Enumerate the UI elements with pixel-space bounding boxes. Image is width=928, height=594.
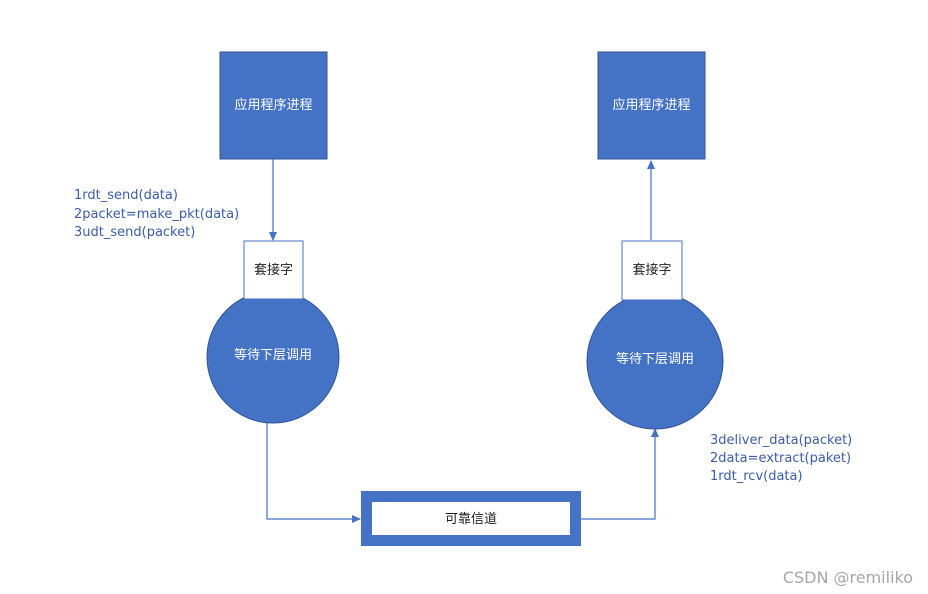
receiver-app-process-label: 应用程序进程 bbox=[612, 97, 690, 113]
sender-side: 应用程序进程 等待下层调用 套接字 1rdt_send(data) 2packe… bbox=[74, 51, 361, 523]
receiver-call-3: 1rdt_rcv(data) bbox=[710, 469, 803, 484]
sender-call-1: 1rdt_send(data) bbox=[74, 188, 178, 203]
channel-label: 可靠信道 bbox=[445, 512, 497, 527]
receiver-app-process-box bbox=[597, 51, 706, 160]
sender-socket-box bbox=[243, 240, 304, 300]
sender-wait-state-label: 等待下层调用 bbox=[234, 347, 312, 363]
sender-call-2: 2packet=make_pkt(data) bbox=[74, 207, 239, 222]
channel-to-receiver-arrow bbox=[581, 428, 659, 520]
sender-app-process-label: 应用程序进程 bbox=[234, 97, 312, 113]
reliable-channel: 可靠信道 bbox=[361, 491, 581, 546]
receiver-side: 等待下层调用 套接字 应用程序进程 3deliver_data(packet) … bbox=[581, 51, 852, 520]
receiver-call-2: 2data=extract(paket) bbox=[710, 451, 851, 466]
sender-app-process-box bbox=[219, 51, 328, 160]
channel-inner-box bbox=[372, 502, 570, 535]
watermark: CSDN @remiliko bbox=[783, 568, 913, 587]
receiver-call-1: 3deliver_data(packet) bbox=[710, 433, 852, 448]
sender-to-channel-arrow bbox=[266, 423, 361, 523]
sender-call-3: 3udt_send(packet) bbox=[74, 225, 195, 240]
receiver-socket-box bbox=[621, 240, 683, 301]
receiver-wait-state-label: 等待下层调用 bbox=[616, 351, 694, 367]
sender-socket-label: 套接字 bbox=[254, 262, 293, 278]
receiver-socket-label: 套接字 bbox=[632, 262, 671, 278]
